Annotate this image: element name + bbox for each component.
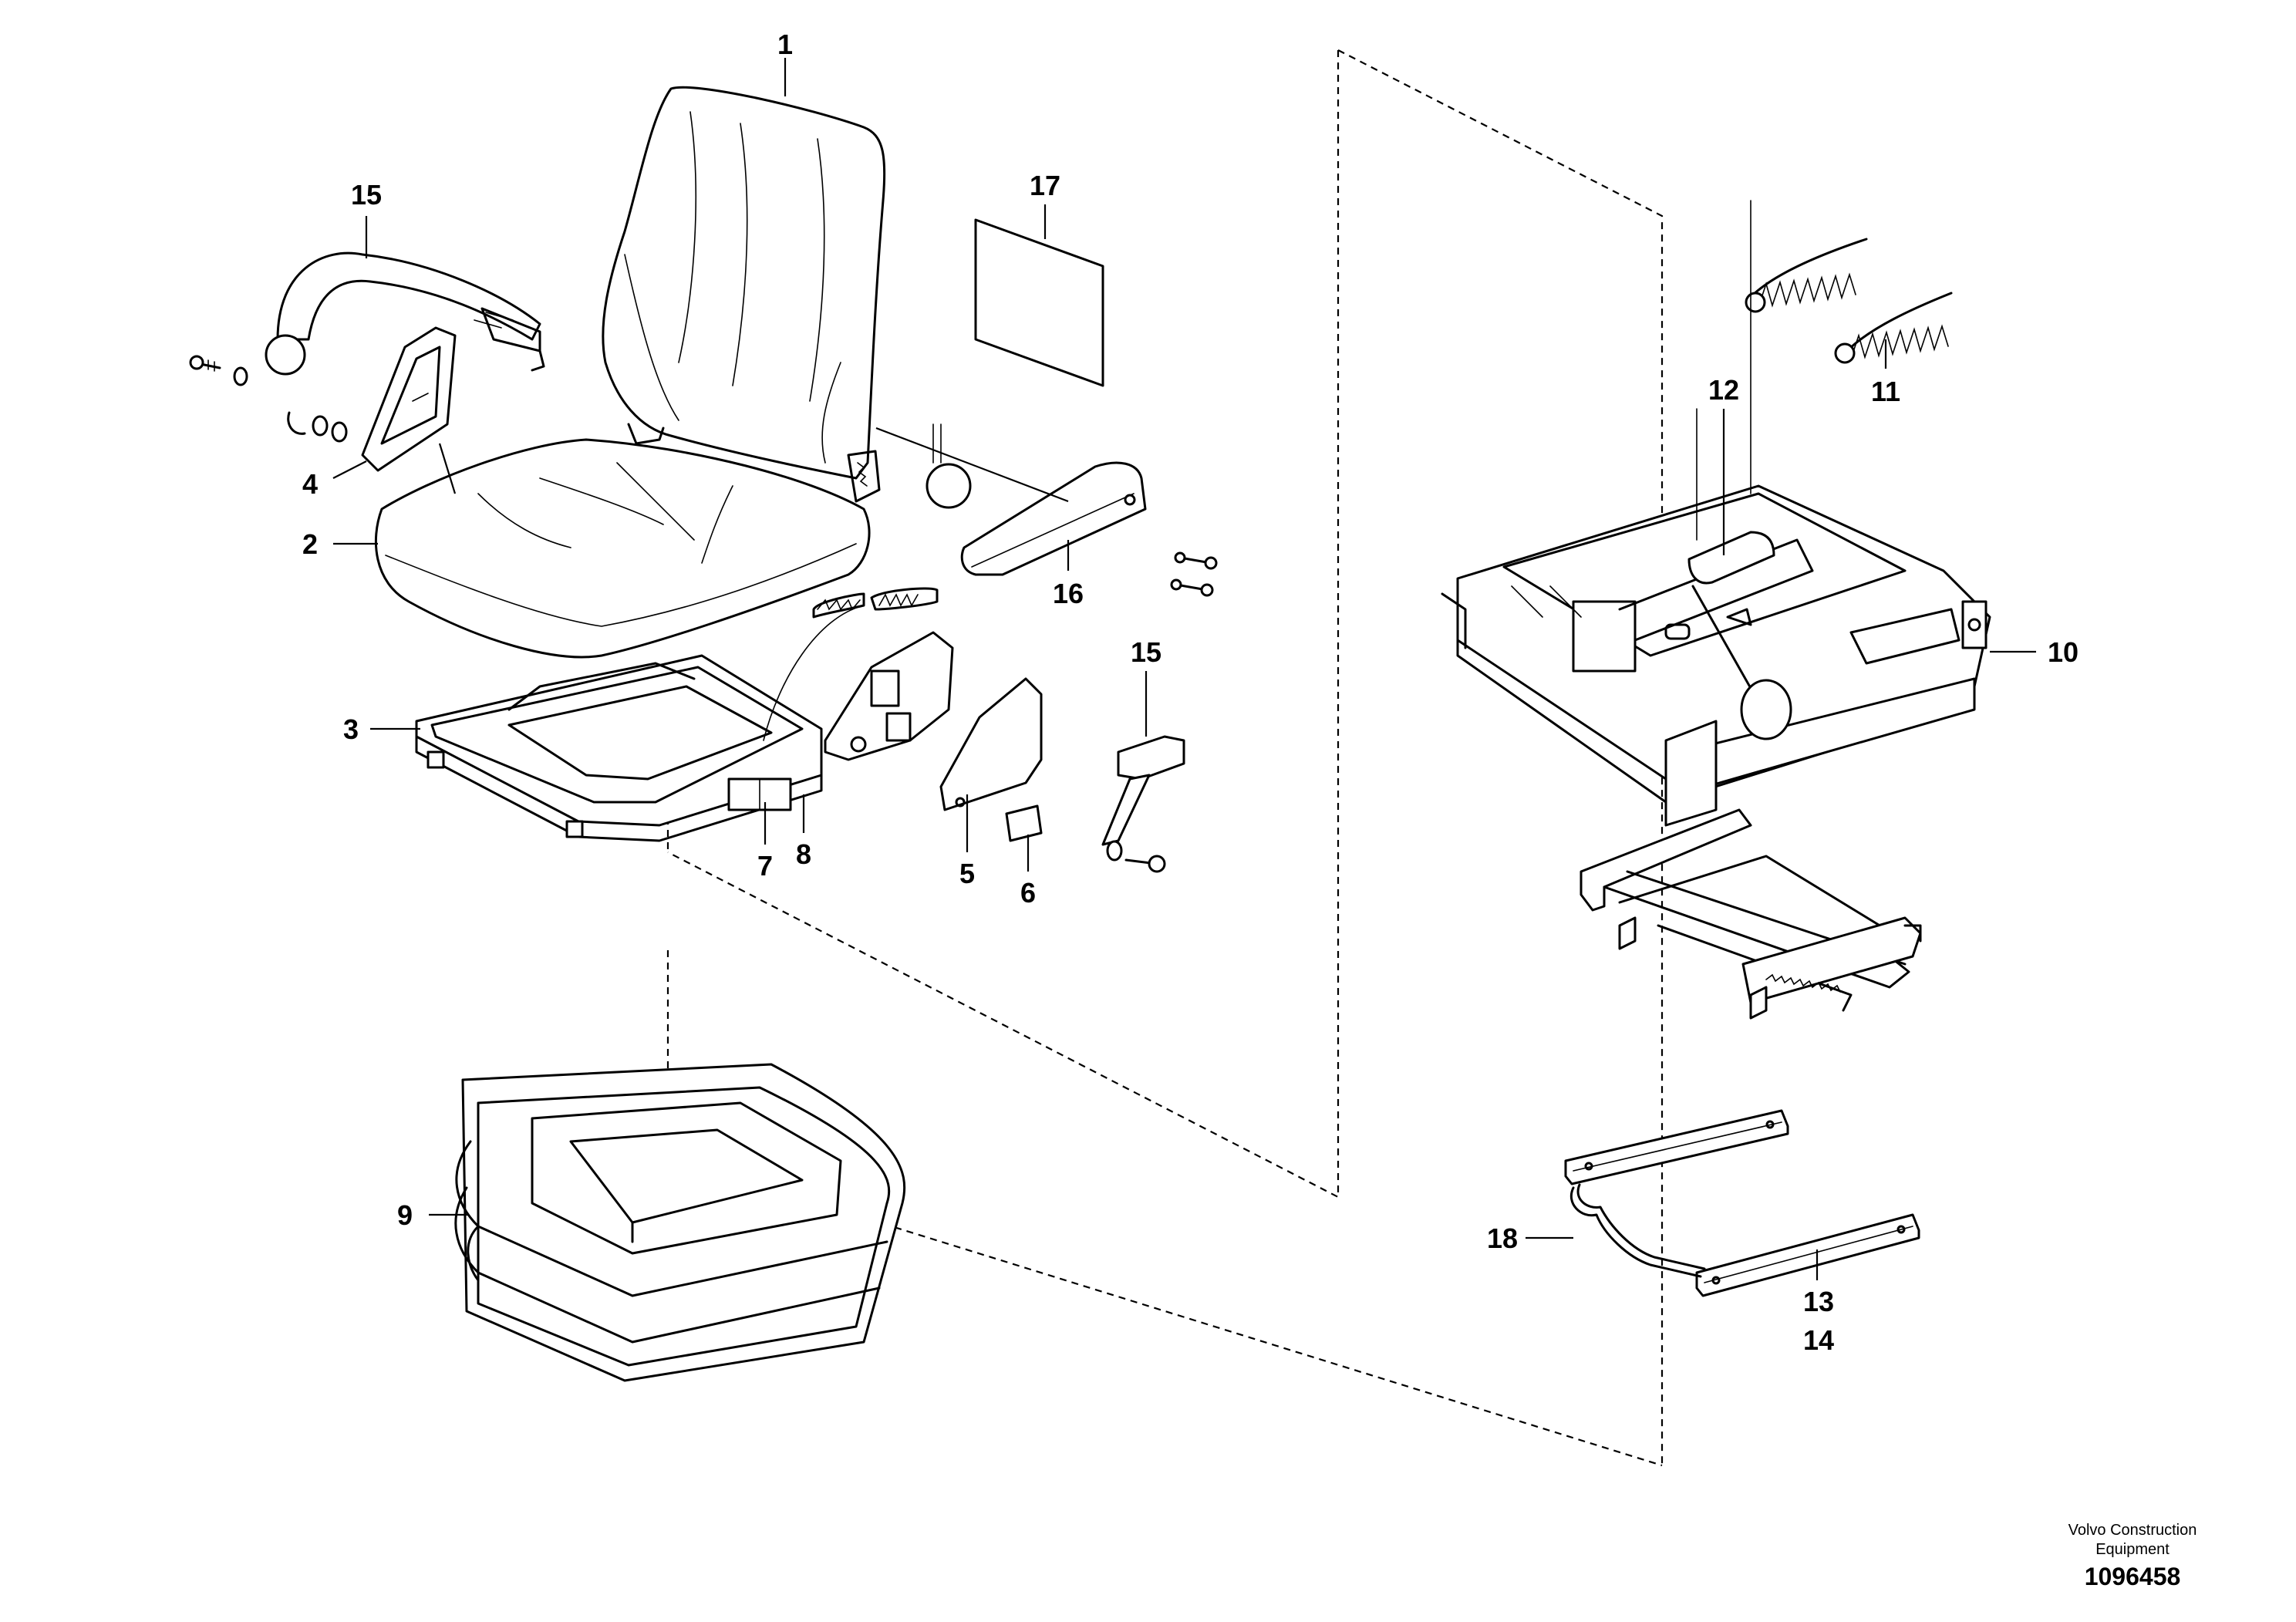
- label-11: 11: [1871, 376, 1900, 407]
- part-screws: [1170, 551, 1218, 597]
- label-14: 14: [1803, 1324, 1834, 1356]
- label-9: 9: [397, 1199, 413, 1231]
- part-clip: [1005, 804, 1043, 842]
- label-2: 2: [302, 528, 318, 560]
- label-17: 17: [1030, 170, 1060, 201]
- footer: Volvo Construction Equipment 1096458: [2068, 1522, 2197, 1590]
- part-backrest: [602, 86, 886, 503]
- label-18: 18: [1487, 1222, 1518, 1254]
- part-rail-latch-wire: [1569, 1183, 1706, 1278]
- part-adjust-mechanism: [763, 587, 954, 761]
- drawing-number: 1096458: [2085, 1563, 2181, 1590]
- label-15-retractor: 15: [351, 179, 382, 211]
- label-13: 13: [1803, 1286, 1834, 1317]
- part-seat-cushion: [374, 438, 871, 659]
- label-5: 5: [959, 858, 975, 889]
- label-7: 7: [757, 850, 773, 882]
- leader-lines: [332, 58, 2036, 1280]
- part-belt-bracket: [361, 326, 457, 472]
- part-suspension-base: [1441, 200, 1991, 827]
- part-bellows: [454, 1063, 906, 1382]
- part-seat-belt-buckle: [1101, 735, 1185, 873]
- part-seat-frame: [415, 654, 823, 842]
- label-4: 4: [302, 468, 318, 500]
- label-6: 6: [1020, 877, 1036, 909]
- part-side-cover: [939, 677, 1043, 811]
- label-8: 8: [796, 838, 811, 870]
- part-scissor-mechanism: [1580, 808, 1922, 1020]
- label-1: 1: [777, 29, 793, 60]
- part-slide-rails: [1564, 1109, 1920, 1297]
- part-armrest: [925, 423, 1147, 576]
- brand-line-1: Volvo Construction: [2068, 1522, 2197, 1539]
- brand-line-2: Equipment: [2095, 1541, 2170, 1558]
- label-15-buckle: 15: [1131, 636, 1161, 668]
- part-bolt-washer-left: [189, 355, 348, 443]
- part-instruction-decal: [974, 218, 1104, 387]
- label-10: 10: [2048, 636, 2079, 668]
- label-3: 3: [343, 713, 359, 745]
- part-springs: [1745, 238, 1953, 364]
- item-labels: 1 2 3 4 5 6 7 8 9 10 11 12 13 14 15 15 1…: [302, 29, 2079, 1356]
- label-16: 16: [1053, 578, 1084, 609]
- part-seat-belt-retractor: [265, 251, 545, 376]
- label-12: 12: [1708, 374, 1739, 406]
